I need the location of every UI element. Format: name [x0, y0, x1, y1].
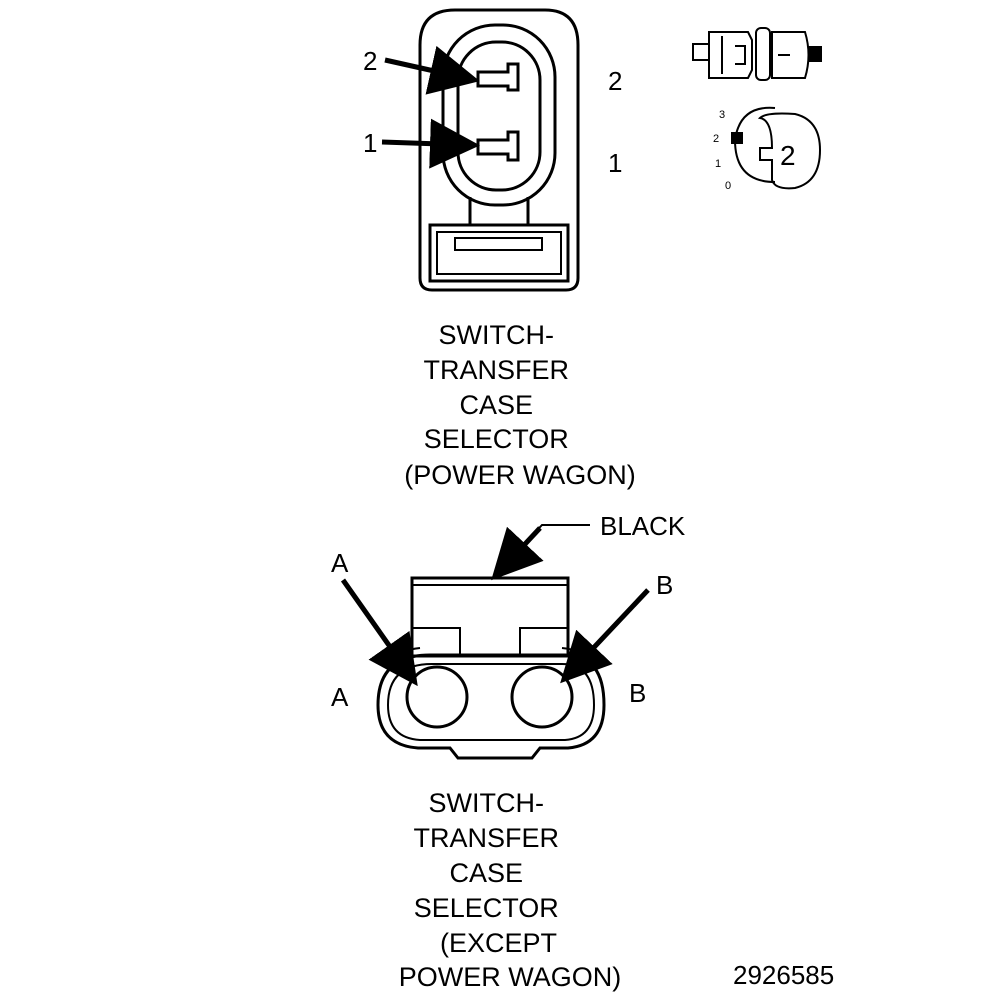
inset-connector-icon [692, 27, 822, 81]
side-label-1: 1 [608, 148, 622, 178]
side-label-b: B [629, 678, 646, 708]
pin-1-arrow [381, 118, 480, 169]
pin-1-label: 1 [363, 128, 377, 158]
selector-badge: 2 [780, 140, 796, 171]
bottom-connector-tab-right [519, 627, 568, 656]
black-leader [499, 524, 590, 571]
cavity-b [510, 665, 574, 729]
selector-marker [731, 132, 743, 144]
pin-2-arrow [384, 45, 480, 95]
pin-a-arrow [340, 578, 418, 687]
pin-b-arrow [560, 588, 650, 684]
selector-scale-0: 0 [725, 180, 731, 192]
top-connector-latch [428, 223, 570, 283]
top-connector-latch-inner [436, 231, 562, 275]
top-connector: 2 1 2 1 SWITCH- TRANSFER CASE SELECTOR (… [363, 8, 636, 490]
top-connector-latch-tab [454, 237, 543, 251]
pin-b-label: B [656, 570, 673, 600]
bottom-connector-tab-left [412, 627, 461, 656]
inset-selector-icon: 2 3 2 1 0 [713, 106, 822, 192]
terminal-2 [476, 62, 520, 92]
pin-2-label: 2 [363, 46, 377, 76]
bottom-connector: BLACK A B A B SWITCH- TRANSFER CASE SELE… [331, 511, 686, 992]
color-label-black: BLACK [600, 511, 686, 541]
pin-a-label: A [331, 548, 349, 578]
black-arrow [491, 526, 544, 581]
selector-scale-3: 3 [719, 109, 725, 121]
top-connector-neck [468, 197, 530, 225]
side-label-2: 2 [608, 66, 622, 96]
bottom-caption: SWITCH- TRANSFER CASE SELECTOR (EXCEPT P… [399, 788, 622, 992]
cavity-a [405, 665, 469, 729]
top-connector-cavity [441, 23, 557, 207]
terminal-1 [476, 130, 520, 162]
figure-id: 2926585 [733, 960, 834, 990]
top-connector-housing [418, 8, 580, 292]
selector-scale-1: 1 [715, 158, 721, 170]
top-caption: SWITCH- TRANSFER CASE SELECTOR (POWER WA… [404, 320, 635, 490]
side-label-a: A [331, 682, 349, 712]
selector-scale-2: 2 [713, 133, 719, 145]
top-connector-cavity-inner [456, 40, 542, 192]
bottom-connector-body [410, 576, 570, 658]
